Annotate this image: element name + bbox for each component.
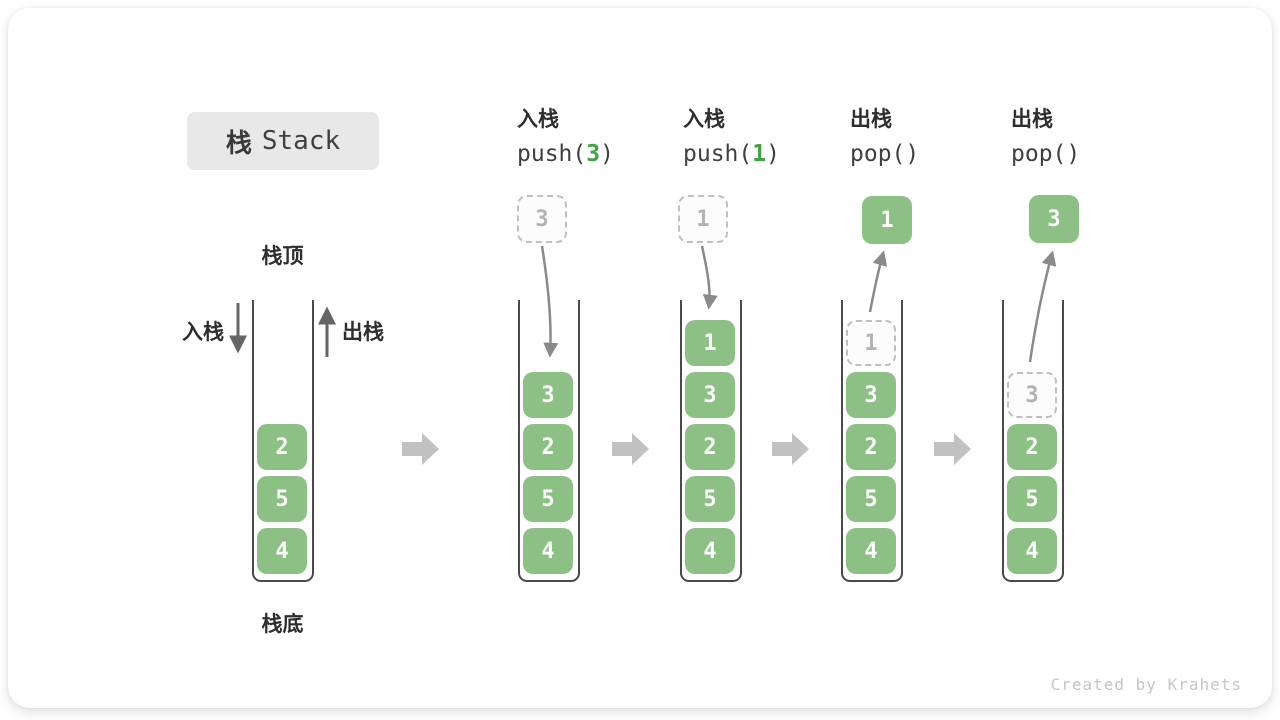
pop-curve-arrow-icon — [1028, 250, 1057, 363]
code-prefix: pop( — [1011, 141, 1067, 167]
incoming-value-box: 3 — [517, 195, 567, 243]
step-op-code: pop() — [850, 140, 919, 168]
stack-item: 2 — [257, 424, 307, 470]
stack-container — [252, 300, 314, 582]
stack-item: 3 — [523, 372, 573, 418]
diagram-title-zh: 栈 — [225, 127, 252, 158]
pop-up-arrow-icon — [318, 306, 336, 357]
stack-item: 4 — [523, 528, 573, 574]
step-op-label: 入栈 — [517, 108, 559, 131]
flow-arrow-icon — [934, 433, 971, 465]
stack-item: 5 — [1007, 476, 1057, 522]
popped-value-box: 1 — [862, 196, 912, 244]
step-op-label: 出栈 — [1011, 108, 1053, 131]
push-legend-label: 入栈 — [182, 321, 224, 344]
stack-item: 4 — [1007, 528, 1057, 574]
code-suffix: ) — [600, 141, 614, 167]
flow-arrow-icon — [612, 433, 649, 465]
step-op-code: push(1) — [683, 140, 780, 168]
stack-item: 4 — [685, 528, 735, 574]
credit-text: Created by Krahets — [1050, 675, 1242, 694]
stack-item: 2 — [1007, 424, 1057, 470]
code-arg: 1 — [752, 141, 767, 167]
diagram-title: 栈 Stack — [187, 112, 379, 170]
push-down-arrow-icon — [229, 303, 247, 354]
code-prefix: pop( — [850, 141, 906, 167]
stack-container — [841, 300, 903, 582]
stack-container — [1002, 300, 1064, 582]
code-prefix: push( — [517, 141, 587, 167]
code-suffix: ) — [1066, 141, 1081, 167]
pop-curve-arrow-icon — [868, 250, 888, 313]
stack-item: 2 — [846, 424, 896, 470]
code-suffix: ) — [766, 141, 780, 167]
pop-legend-label: 出栈 — [342, 321, 384, 344]
stack-item: 2 — [523, 424, 573, 470]
code-suffix: ) — [905, 141, 920, 167]
stack-container — [518, 300, 580, 582]
stack-item: 4 — [257, 528, 307, 574]
stack-item: 3 — [685, 372, 735, 418]
stack-item: 4 — [846, 528, 896, 574]
stack-item: 5 — [685, 476, 735, 522]
step-op-label: 出栈 — [850, 108, 892, 131]
stack-item: 5 — [523, 476, 573, 522]
flow-arrow-icon — [772, 433, 809, 465]
stack-item: 5 — [257, 476, 307, 522]
diagram-title-en: Stack — [261, 126, 341, 156]
stack-top-label: 栈顶 — [261, 245, 304, 268]
code-arg: 3 — [586, 141, 601, 167]
stack-item: 1 — [685, 320, 735, 366]
flow-arrow-icon — [402, 433, 439, 465]
step-op-code: pop() — [1011, 140, 1080, 168]
code-prefix: push( — [683, 141, 753, 167]
stack-container — [680, 300, 742, 582]
stack-item-ghost: 3 — [1007, 372, 1057, 418]
incoming-value-box: 1 — [678, 195, 728, 243]
stack-item: 5 — [846, 476, 896, 522]
push-curve-arrow-icon — [700, 245, 718, 310]
stack-bottom-label: 栈底 — [261, 613, 304, 636]
step-op-label: 入栈 — [683, 108, 725, 131]
stack-item: 3 — [846, 372, 896, 418]
popped-value-box: 3 — [1029, 195, 1079, 243]
step-op-code: push(3) — [517, 140, 614, 168]
push-curve-arrow-icon — [540, 245, 559, 358]
stack-item-ghost: 1 — [846, 320, 896, 366]
stack-item: 2 — [685, 424, 735, 470]
